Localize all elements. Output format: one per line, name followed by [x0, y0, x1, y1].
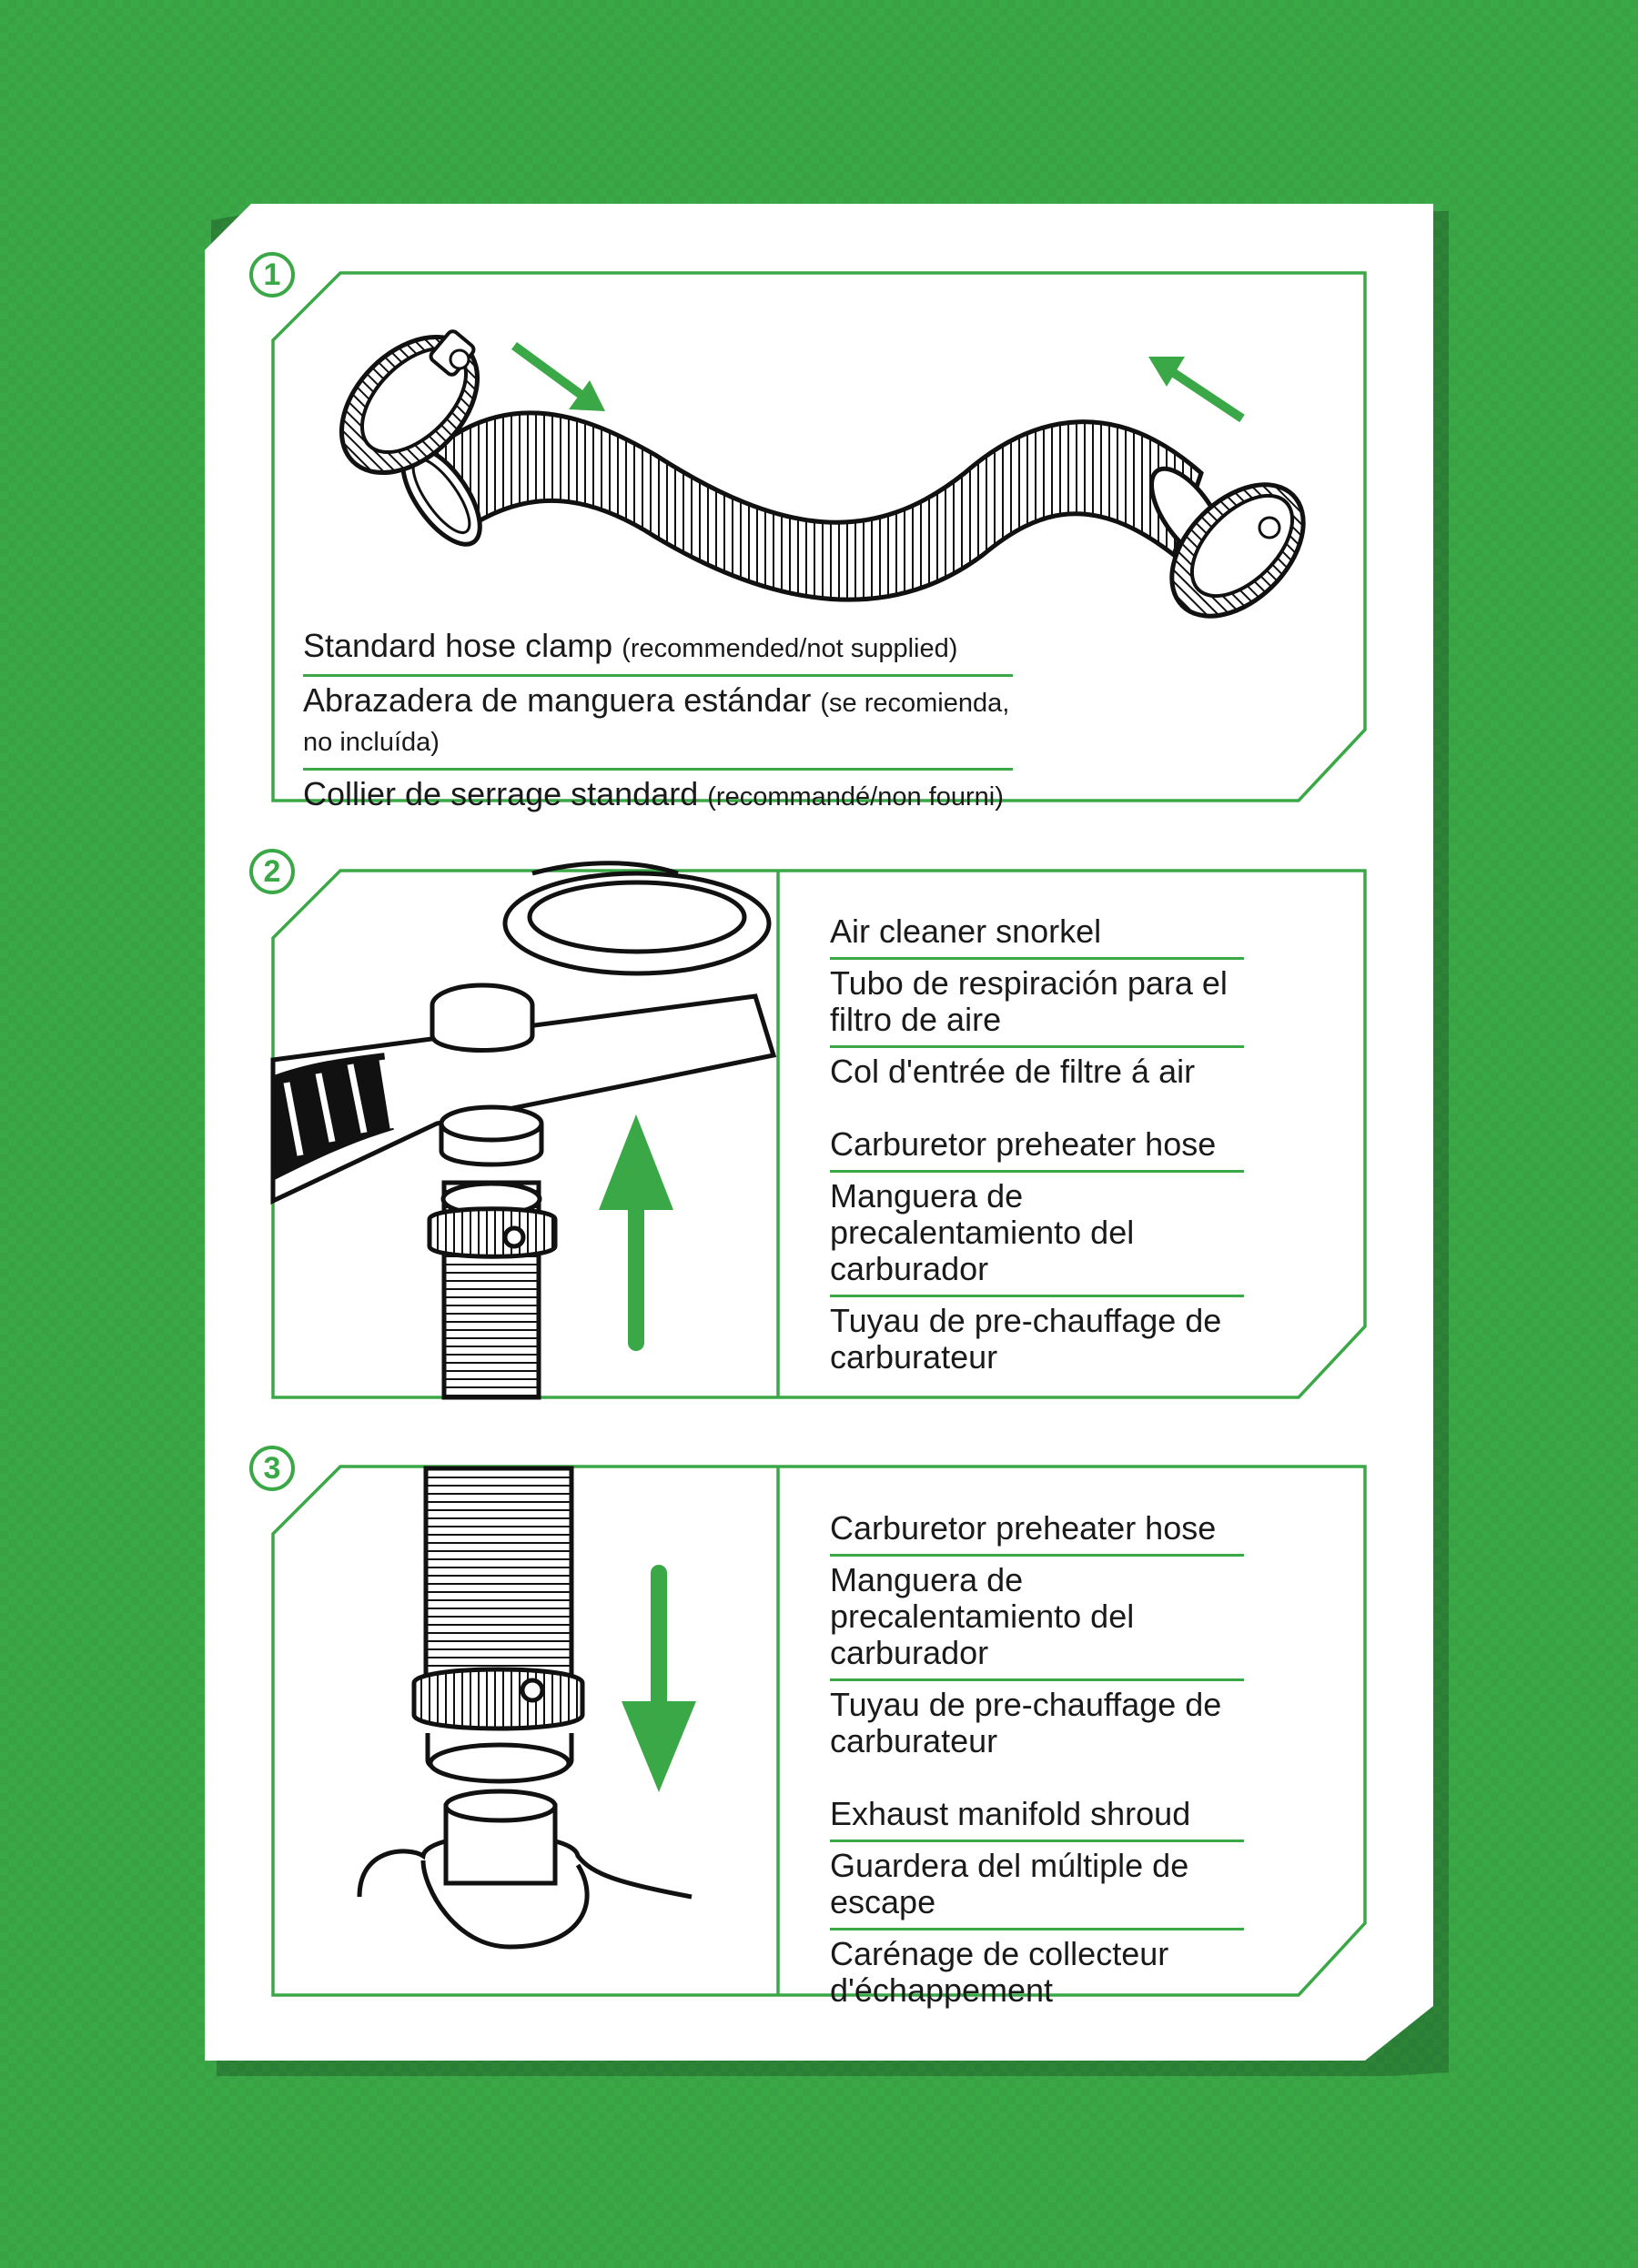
- label-hose-clamp-fr: Collier de serrage standard (recommandé/…: [303, 775, 1004, 812]
- flex-hose: [425, 410, 1204, 602]
- label-hose-clamp-en: Standard hose clamp (recommended/not sup…: [303, 622, 1013, 677]
- air-cleaner-housing: [502, 871, 772, 976]
- preheater-hose: [441, 1180, 541, 1400]
- exhaust-manifold-shroud: [357, 1833, 693, 1900]
- label-shroud-en: Exhaust manifold shroud: [830, 1790, 1244, 1842]
- step-number-1: 1: [249, 252, 295, 297]
- snorkel-arm: [270, 993, 777, 1205]
- panel-3-labels: Carburetor preheater hose Manguera de pr…: [830, 1505, 1244, 2016]
- label-preheater-en: Carburetor preheater hose: [830, 1121, 1244, 1173]
- label-shroud-fr: Carénage de collecteur d'échappement: [830, 1935, 1169, 2009]
- arrow-right-down: [511, 341, 585, 400]
- arrow-down: [651, 1565, 667, 1738]
- snorkel-outlet: [439, 1124, 544, 1167]
- step-number-2: 2: [249, 849, 295, 894]
- label-preheater-es: Manguera de precalentamiento del carbura…: [830, 1173, 1244, 1297]
- preheater-hose: [423, 1466, 574, 1680]
- label-hose-clamp-es: Abrazadera de manguera estándar (se reco…: [303, 677, 1013, 771]
- hose-clamp: [411, 1667, 585, 1731]
- label-preheater-en: Carburetor preheater hose: [830, 1505, 1244, 1557]
- label-snorkel-es: Tubo de respiración para el filtro de ai…: [830, 960, 1244, 1048]
- arrow-left-up: [1171, 368, 1245, 423]
- label-shroud-es: Guardera del múltiple de escape: [830, 1842, 1244, 1930]
- hose-clamp-left: [339, 329, 480, 476]
- shroud-inlet: [443, 1803, 558, 1886]
- label-preheater-fr: Tuyau de pre-chauffage de carburateur: [830, 1302, 1222, 1376]
- panel-2-labels: Air cleaner snorkel Tubo de respiración …: [830, 908, 1244, 1383]
- hose-clamp: [427, 1206, 558, 1259]
- label-snorkel-fr: Col d'entrée de filtre á air: [830, 1053, 1196, 1090]
- step-number-3: 3: [249, 1446, 295, 1491]
- panel-1-labels: Standard hose clamp (recommended/not sup…: [303, 622, 1013, 822]
- label-snorkel-en: Air cleaner snorkel: [830, 908, 1244, 960]
- label-preheater-fr: Tuyau de pre-chauffage de carburateur: [830, 1686, 1222, 1759]
- hose-clamp-right: [1169, 482, 1306, 619]
- label-preheater-es: Manguera de precalentamiento del carbura…: [830, 1557, 1244, 1681]
- arrow-up: [628, 1174, 644, 1351]
